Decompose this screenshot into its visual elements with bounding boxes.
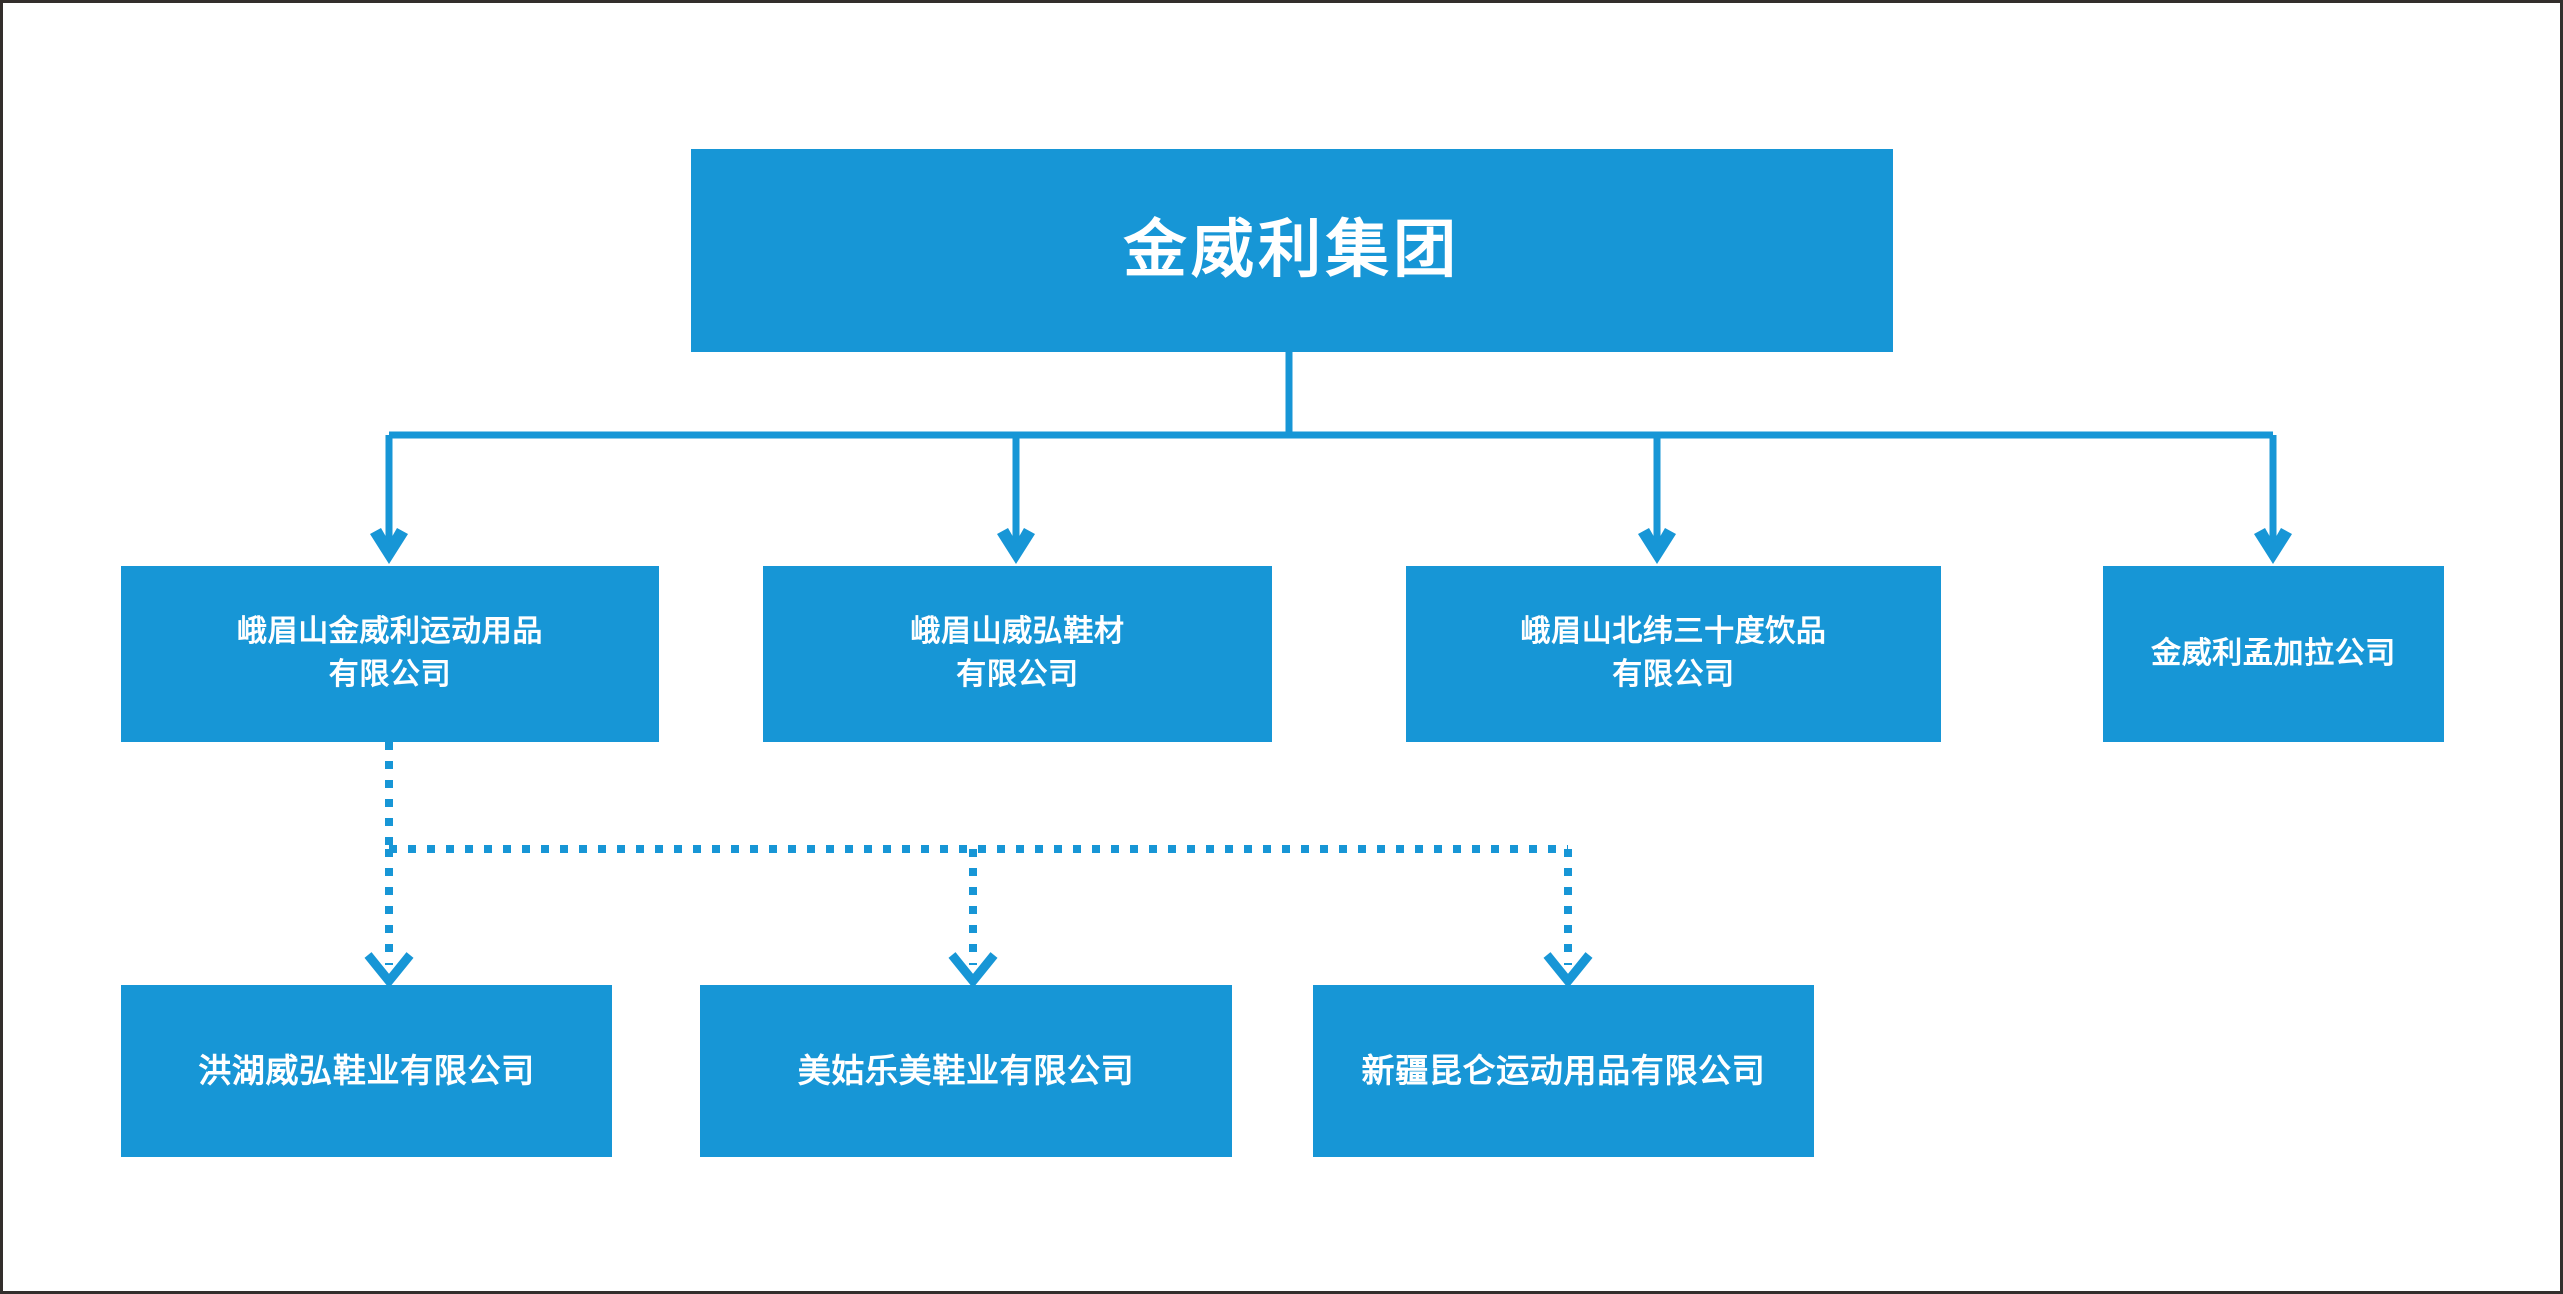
org-node-label-line1: 峨眉山威弘鞋材 [910, 615, 1125, 649]
org-node-jinweili-bangladesh[interactable]: 金威利孟加拉公司 [2103, 566, 2444, 742]
arrowhead-group-level3 [364, 952, 1593, 989]
org-node-label-line1: 金威利孟加拉公司 [2151, 636, 2396, 670]
org-node-honghu-weihong-footwear[interactable]: 洪湖威弘鞋业有限公司 [121, 985, 612, 1157]
arrowhead-l3c [1543, 952, 1593, 989]
org-node-xinjiang-kunlun-sports[interactable]: 新疆昆仑运动用品有限公司 [1313, 985, 1814, 1157]
org-node-root[interactable]: 金威利集团 [691, 149, 1893, 352]
org-node-emeishan-beiwei30-beverage[interactable]: 峨眉山北纬三十度饮品 有限公司 [1406, 566, 1941, 742]
org-node-label-line1: 洪湖威弘鞋业有限公司 [198, 1051, 535, 1089]
arrowhead-l2c [1638, 528, 1676, 564]
org-node-label-line2: 有限公司 [328, 658, 452, 691]
org-node-label-line2: 有限公司 [956, 658, 1079, 691]
org-node-root-title: 金威利集团 [1123, 214, 1461, 285]
connector-group-level2-level3 [385, 742, 1572, 965]
org-node-label-line1: 新疆昆仑运动用品有限公司 [1361, 1051, 1766, 1089]
arrowhead-group-level2 [370, 528, 2292, 564]
org-node-label-line2: 有限公司 [1612, 658, 1735, 691]
arrowhead-l2a [370, 528, 408, 564]
arrowhead-l2b [997, 528, 1035, 564]
org-node-meigu-lemei-footwear[interactable]: 美姑乐美鞋业有限公司 [700, 985, 1232, 1157]
org-node-label-line1: 美姑乐美鞋业有限公司 [797, 1051, 1135, 1089]
arrowhead-l3b [948, 952, 998, 989]
org-node-label-line1: 峨眉山北纬三十度饮品 [1520, 615, 1827, 649]
org-node-label-line1: 峨眉山金威利运动用品 [237, 615, 543, 649]
arrowhead-l2d [2254, 528, 2292, 564]
org-node-emeishan-jinweili-sports[interactable]: 峨眉山金威利运动用品 有限公司 [121, 566, 659, 742]
connector-group-level1-level2 [385, 352, 2277, 556]
org-node-emeishan-weihong-shoe-material[interactable]: 峨眉山威弘鞋材 有限公司 [763, 566, 1272, 742]
arrowhead-l3a [364, 952, 414, 989]
